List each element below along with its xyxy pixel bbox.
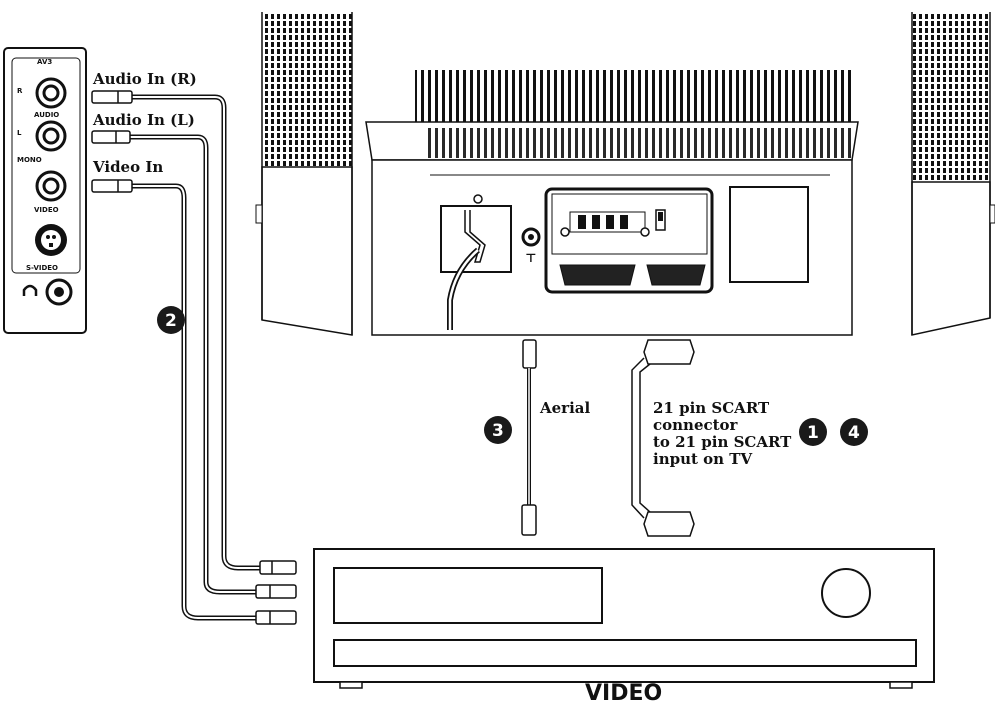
aerial-label: Aerial	[539, 399, 591, 417]
video-device-label: VIDEO	[585, 681, 662, 704]
aerial-cable	[521, 339, 537, 536]
av-side-panel: AV3 R AUDIO L MONO VIDEO S-VIDEO	[3, 47, 87, 334]
av-panel-title: AV3	[37, 58, 52, 66]
front-panel-strip	[333, 639, 917, 667]
scart-label-line3: to 21 pin SCART	[653, 433, 792, 451]
av-plugs	[91, 90, 133, 193]
av-panel-l-label: L	[17, 129, 22, 137]
av-panel-svideo-label: S-VIDEO	[26, 264, 58, 272]
headphone-jack	[22, 278, 73, 306]
video-recorder	[313, 548, 935, 689]
tv-left-side	[255, 12, 353, 336]
tv-right-side	[911, 12, 995, 336]
scart-cable	[631, 339, 695, 537]
step-badge-1: 1	[799, 418, 827, 446]
tv-top-vents	[415, 70, 855, 122]
svg-text:1: 1	[807, 423, 819, 443]
svg-text:2: 2	[165, 311, 177, 331]
step-badge-2: 2	[157, 306, 185, 334]
scart-label-line4: input on TV	[653, 450, 752, 468]
scart-label-line1: 21 pin SCART	[653, 399, 770, 417]
av-panel-mono-label: MONO	[17, 156, 42, 164]
audio-in-r-label: Audio In (R)	[92, 70, 197, 88]
audio-l-jack	[35, 120, 67, 152]
cassette-slot	[333, 567, 603, 624]
av-panel-audio-label: AUDIO	[34, 111, 59, 119]
tv-back-plate	[729, 186, 809, 283]
av-panel-video-label: VIDEO	[34, 206, 59, 214]
audio-r-jack	[35, 77, 67, 109]
svideo-jack	[35, 224, 67, 256]
aerial-socket: ⊤	[521, 227, 541, 265]
av-panel-r-label: R	[17, 87, 23, 95]
av-cables	[128, 94, 262, 621]
svg-text:4: 4	[848, 423, 860, 443]
audio-in-l-label: Audio In (L)	[92, 111, 195, 129]
video-jack	[35, 170, 67, 202]
svg-text:⊤: ⊤	[525, 251, 537, 265]
headphone-icon	[22, 284, 38, 296]
svg-text:3: 3	[492, 421, 504, 441]
scart-panel	[544, 187, 714, 294]
mains-socket	[440, 194, 512, 330]
scart-label-line2: connector	[653, 416, 739, 434]
step-badge-3: 3	[484, 416, 512, 444]
tv-rear: ⊤	[255, 12, 995, 336]
video-in-label: Video In	[92, 158, 163, 176]
step-badge-4: 4	[840, 418, 868, 446]
video-plugs	[255, 560, 297, 625]
control-knob	[821, 568, 871, 618]
